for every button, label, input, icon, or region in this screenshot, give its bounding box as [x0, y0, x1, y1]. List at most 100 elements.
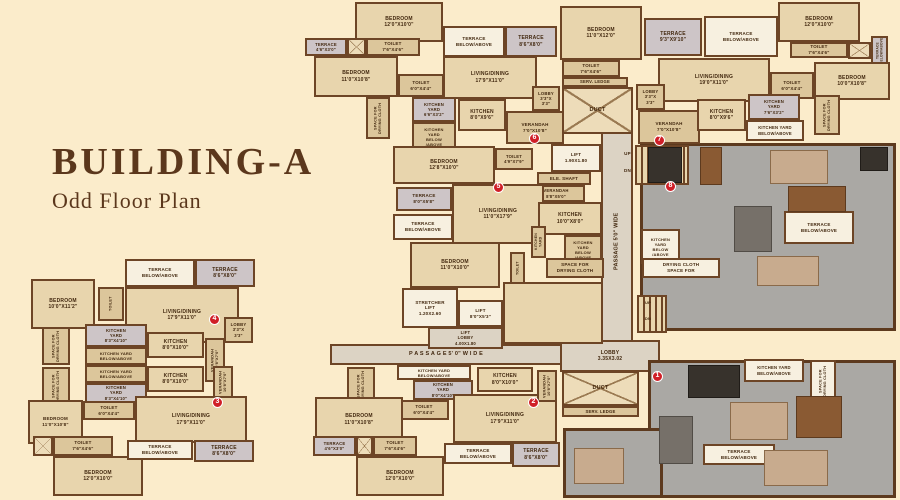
- stretcher-lift: STRETCHER LIFT 1.20X2.60: [402, 288, 458, 328]
- unit-number-badge: 5: [493, 182, 504, 193]
- kitchen: KITCHEN 10'0"X8'0": [538, 202, 602, 235]
- toilet: TOILET: [98, 287, 124, 321]
- elevator-shaft: ELE. SHAFT: [537, 172, 591, 185]
- lobby: LOBBY 3'3"X 3'3": [224, 317, 253, 343]
- living-dining: LIVING/DINING 17'9"X11'0": [135, 396, 247, 443]
- furniture-bed: [764, 450, 828, 486]
- furniture-deck: [788, 186, 846, 212]
- toilet: TOILET: [510, 252, 525, 284]
- toilet: TOILET 7'6"X4'6": [373, 436, 417, 456]
- bedroom: BEDROOM 12'8"X10'0": [393, 146, 495, 184]
- lobby: LOBBY 3'3"X 3'3": [636, 84, 665, 110]
- kitchen-yard: KITCHEN YARD: [531, 226, 546, 258]
- duct-x-box: [33, 436, 53, 456]
- terrace-below-above: TERRACE BELOW/ABOVE: [127, 440, 193, 460]
- page-title: BUILDING-A: [52, 141, 315, 183]
- kitchen-yard-below-above: KITCHEN YARD BELOW/ABOVE: [746, 120, 804, 141]
- terrace-below-above: TERRACE BELOW/ABOVE: [125, 259, 195, 287]
- stairs-down-label: DN: [624, 167, 631, 173]
- verandah: VERANDAH 7'0"X10'8": [638, 110, 700, 144]
- toilet: TOILET 6'0"X4'4": [399, 400, 449, 420]
- terrace: TERRACE 4'6"X3'0": [305, 38, 347, 56]
- living-dining: LIVING/DINING 11'0"X17'9": [452, 184, 544, 244]
- kitchen: KITCHEN 8'0"X10'0": [477, 367, 533, 392]
- furniture-bed: [730, 402, 788, 440]
- stairs-up-label: UP: [645, 300, 651, 305]
- unit-number-badge: 2: [528, 397, 539, 408]
- duct-x-box: [848, 42, 871, 59]
- terrace: TERRACE 8'6"X8'0": [195, 259, 255, 287]
- kitchen-yard-below-above: KITCHEN YARD BELOW/ABOVE: [744, 359, 804, 382]
- terrace: TERRACE 4'6"X3'0": [313, 436, 356, 456]
- duct: DUCT: [562, 87, 633, 134]
- lift-lobby: LIFT LOBBY 4.00X1.80: [428, 327, 503, 349]
- page-subtitle: Odd Floor Plan: [52, 188, 202, 213]
- unit-number-badge: 1: [652, 371, 663, 382]
- bedroom: BEDROOM 12'0"X10'0": [356, 456, 444, 496]
- bedroom: BEDROOM 11'0"X12'0": [560, 6, 642, 60]
- bedroom: BEDROOM 10'0"X11'2": [31, 279, 95, 329]
- lift: LIFT 1.90X1.80: [551, 144, 601, 172]
- kitchen: KITCHEN 8'0"X10'0": [147, 332, 204, 358]
- kitchen: KITCHEN 8'0"X9'6": [697, 99, 746, 131]
- toilet: TOILET 7'6"X4'6": [366, 38, 420, 56]
- lobby: LOBBY 3'3"X 3'3": [532, 86, 560, 111]
- kitchen-yard-below-above: KITCHEN YARD BELOW/ABOVE: [397, 365, 471, 380]
- kitchen-yard: KITCHEN YARD 7'6"X3'2": [748, 94, 800, 120]
- furniture-sofa: [659, 416, 693, 464]
- kitchen-yard: KITCHEN YARD 8'3"X4'10": [85, 324, 147, 347]
- terrace: TERRACE 9'3"X9'10": [644, 18, 702, 56]
- service-ledge: SERV. LEDGE: [562, 77, 628, 87]
- furniture-wardrobe: [648, 147, 682, 183]
- terrace: TERRACE 8'6"X8'0": [505, 26, 557, 57]
- toilet: TOILET 7'6"X4'6": [790, 42, 848, 58]
- service-ledge: SERV. LEDGE: [562, 406, 639, 417]
- bedroom: BEDROOM 11'0"X10'8": [315, 397, 403, 442]
- space-for-drying-cloth: SPACE FOR DRYING CLOTH: [546, 258, 604, 278]
- kitchen: KITCHEN 8'0"X10'0": [147, 366, 204, 392]
- living-dining: LIVING/DINING 17'9"X11'0": [453, 394, 557, 443]
- stairs-down-label: DN: [644, 316, 652, 321]
- furniture-bed: [574, 448, 624, 484]
- bedroom: BEDROOM 11'0"X10'0": [410, 242, 500, 288]
- bedroom: BEDROOM 12'0"X10'0": [355, 2, 443, 42]
- duct-x-box: [347, 38, 366, 56]
- toilet: TOILET 4'9"X7'9": [495, 148, 533, 170]
- passage-vertical: PASSAGE 5'0" WIDE: [601, 108, 633, 374]
- terrace-below-above: TERRACE BELOW/ABOVE: [784, 211, 854, 244]
- lift: LIFT 8'0"X5'3": [458, 300, 503, 327]
- space-for-drying-cloth: SPACE FOR DRYING CLOTH: [366, 97, 390, 139]
- terrace: TERRACE 8'6"X8'0": [194, 440, 254, 462]
- toilet: TOILET 7'6"X4'6": [562, 60, 620, 77]
- living-dining: LIVING/DINING 17'9"X11'0": [443, 56, 537, 99]
- bedroom: BEDROOM 10'0"X10'8": [814, 62, 890, 100]
- duct-x-box: [356, 436, 373, 456]
- verandah: VERANDAH 10'8"X7'0": [537, 370, 557, 402]
- furniture-bed: [770, 150, 828, 184]
- kitchen: KITCHEN 8'0"X9'6": [458, 99, 506, 131]
- bedroom: BEDROOM 11'0"X10'8": [314, 56, 398, 97]
- duct: DUCT: [562, 371, 639, 406]
- bedroom: BEDROOM 12'0"X10'0": [53, 456, 143, 496]
- unit-number-badge: 7: [654, 135, 665, 146]
- bedroom: BEDROOM 12'0"X10'0": [778, 2, 860, 42]
- terrace: TERRACE 8'6"X8'0": [512, 442, 560, 467]
- title-block: BUILDING-A Odd Floor Plan: [52, 140, 314, 214]
- terrace-below-above: TERRACE BELOW/ABOVE: [393, 214, 453, 240]
- toilet: TOILET 7'6"X4'6": [53, 436, 113, 456]
- unit-number-badge: 4: [209, 314, 220, 325]
- stairs-up-label: UP: [624, 150, 631, 156]
- unit-number-badge: 8: [665, 181, 676, 192]
- kitchen-yard-below-above: KITCHEN YARD BELOW/ABOVE: [85, 365, 147, 383]
- terrace-below-above: TERRACE BELOW/ABOVE: [443, 26, 505, 57]
- furniture-kitchen-counter: [688, 365, 740, 398]
- furniture-tv-unit: [860, 147, 888, 171]
- unit-number-badge: 3: [212, 397, 223, 408]
- space-for-drying-cloth: SPACE FOR DRYING CLOTH: [42, 327, 70, 365]
- unit-number-badge: 6: [529, 133, 540, 144]
- lobby-main: LOBBY 3.35X3.02: [560, 340, 660, 372]
- toilet: TOILET 6'0"X4'4": [83, 401, 135, 420]
- terrace: TERRACE 8'0"X5'8": [396, 187, 452, 211]
- furniture-sofa: [734, 206, 772, 252]
- furniture-cabinet: [700, 147, 722, 185]
